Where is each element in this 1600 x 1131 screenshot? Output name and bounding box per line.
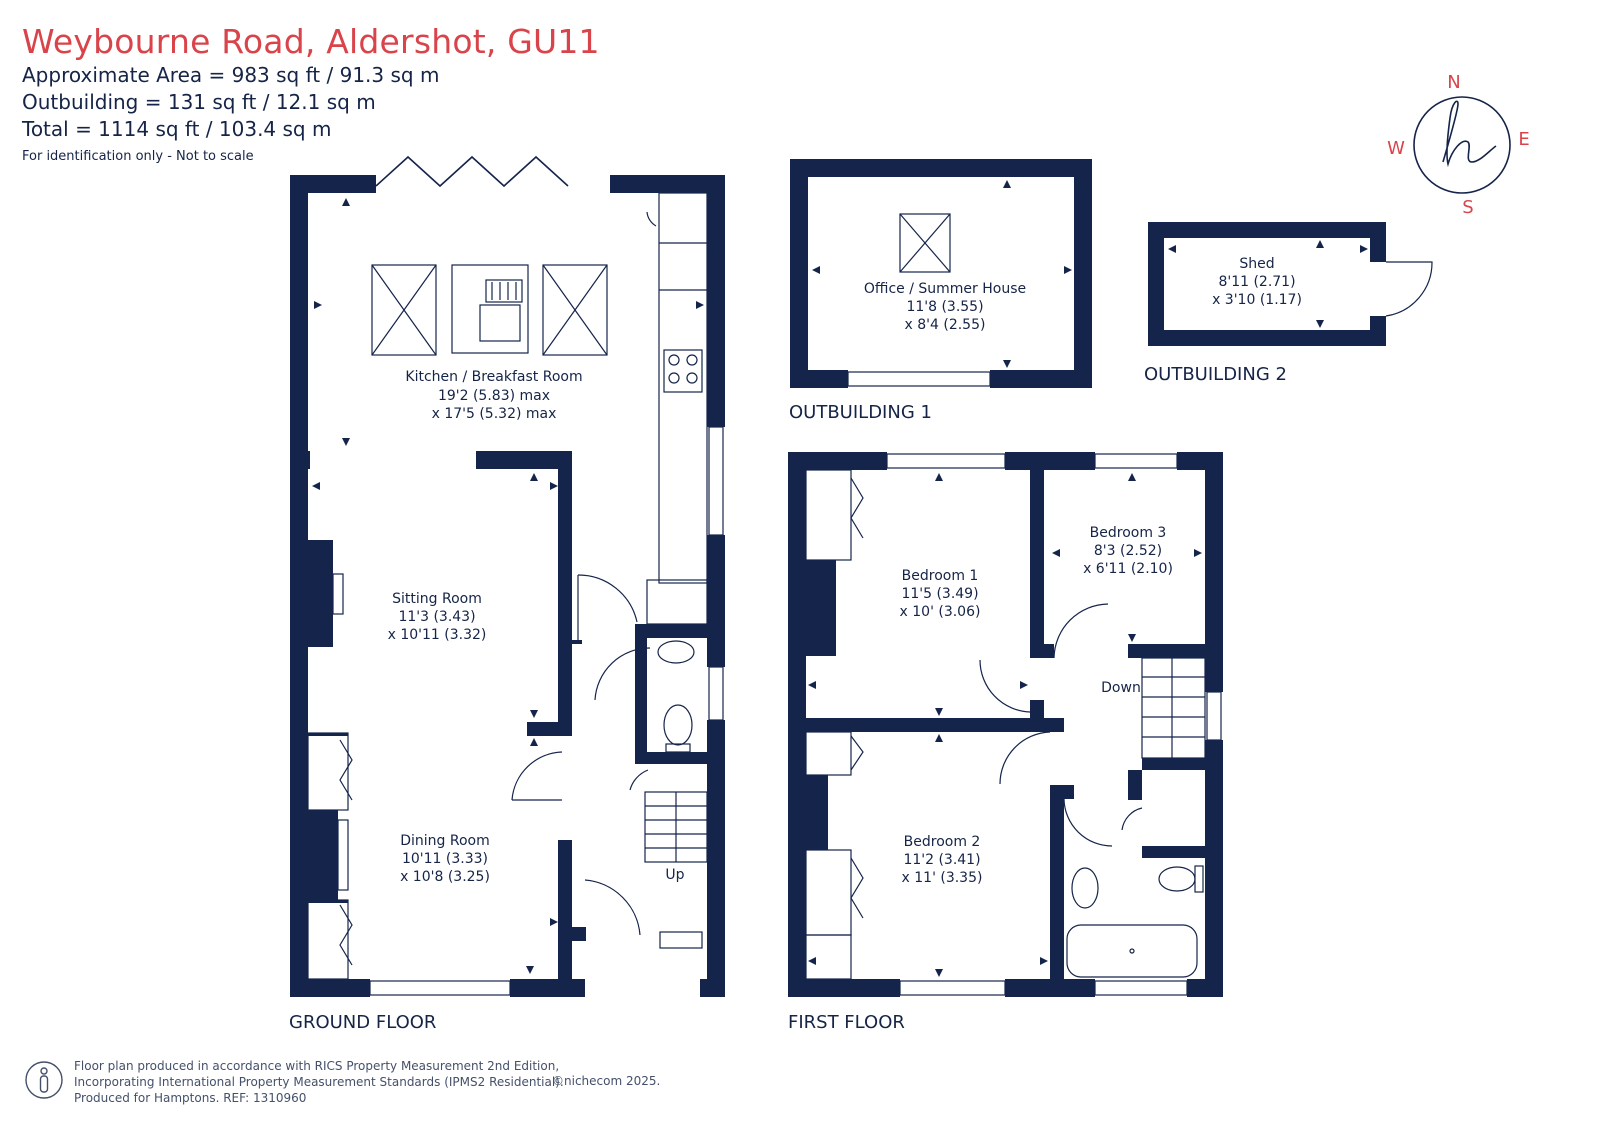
first-floor-plan: Bedroom 1 11'5 (3.49) x 10' (3.06) Bedro… xyxy=(788,452,1223,1033)
kitchen-dim2: x 17'5 (5.32) max xyxy=(432,406,557,422)
sitting-room-label: Sitting Room xyxy=(392,591,482,607)
property-title: Weybourne Road, Aldershot, GU11 xyxy=(22,22,600,61)
bedroom-1-dim1: 11'5 (3.49) xyxy=(901,586,978,602)
dining-room-dim2: x 10'8 (3.25) xyxy=(400,869,490,885)
skylight-icon xyxy=(542,264,608,356)
sitting-room-dim2: x 10'11 (3.32) xyxy=(388,627,487,643)
basin-icon xyxy=(1071,867,1099,909)
info-person-icon xyxy=(25,1061,63,1099)
kitchen-dim1: 19'2 (5.83) max xyxy=(438,388,550,404)
hob-icon xyxy=(663,349,703,393)
footer-line-1: Floor plan produced in accordance with R… xyxy=(74,1059,560,1073)
outbuilding-area: Outbuilding = 131 sq ft / 12.1 sq m xyxy=(22,90,376,114)
bedroom-1-dim2: x 10' (3.06) xyxy=(900,604,981,620)
office-label: Office / Summer House xyxy=(864,281,1026,297)
toilet-icon xyxy=(663,704,693,746)
stairs-down-icon xyxy=(1141,657,1206,759)
sink-icon xyxy=(451,264,529,354)
shed-dim2: x 3'10 (1.17) xyxy=(1212,292,1302,308)
footer-line-2: Incorporating International Property Mea… xyxy=(74,1075,564,1089)
footer-disclaimer: Floor plan produced in accordance with R… xyxy=(74,1058,564,1106)
footer-line-3: Produced for Hamptons. REF: 1310960 xyxy=(74,1091,307,1105)
header: Weybourne Road, Aldershot, GU11 Approxim… xyxy=(22,22,600,164)
stairs-up-label: Up xyxy=(665,867,684,883)
bathtub-icon xyxy=(1066,924,1198,978)
bedroom-3-dim1: 8'3 (2.52) xyxy=(1094,543,1162,559)
office-dim1: 11'8 (3.55) xyxy=(906,299,983,315)
toilet-icon xyxy=(1158,866,1196,892)
outbuilding-2-label: OUTBUILDING 2 xyxy=(1144,364,1287,385)
skylight-icon xyxy=(899,213,951,273)
outbuilding-1-label: OUTBUILDING 1 xyxy=(789,402,932,423)
outbuilding-2-plan: Shed 8'11 (2.71) x 3'10 (1.17) OUTBUILDI… xyxy=(1144,222,1433,385)
bifold-door xyxy=(375,155,569,188)
compass-west: W xyxy=(1387,138,1405,159)
outbuilding-1-plan: Office / Summer House 11'8 (3.55) x 8'4 … xyxy=(789,159,1092,423)
dining-room-label: Dining Room xyxy=(400,833,490,849)
dining-room-dim1: 10'11 (3.33) xyxy=(402,851,488,867)
stairs-down-label: Down xyxy=(1101,680,1141,696)
bedroom-1-label: Bedroom 1 xyxy=(902,568,979,584)
bedroom-2-dim1: 11'2 (3.41) xyxy=(903,852,980,868)
bedroom-3-dim2: x 6'11 (2.10) xyxy=(1083,561,1173,577)
stairs-up-icon xyxy=(644,791,708,863)
compass-north: N xyxy=(1447,72,1460,93)
skylight-icon xyxy=(371,264,437,356)
approximate-area: Approximate Area = 983 sq ft / 91.3 sq m xyxy=(22,63,440,87)
ground-floor-plan: Kitchen / Breakfast Room 19'2 (5.83) max… xyxy=(289,155,725,1033)
office-dim2: x 8'4 (2.55) xyxy=(905,317,986,333)
compass-south: S xyxy=(1462,197,1473,218)
shed-dim1: 8'11 (2.71) xyxy=(1218,274,1295,290)
sitting-room-dim1: 11'3 (3.43) xyxy=(398,609,475,625)
bedroom-3-label: Bedroom 3 xyxy=(1090,525,1167,541)
compass-icon: N E S W xyxy=(1387,72,1530,218)
total-area: Total = 1114 sq ft / 103.4 sq m xyxy=(22,117,332,141)
compass-east: E xyxy=(1518,129,1529,150)
basin-icon xyxy=(657,640,695,664)
first-floor-label: FIRST FLOOR xyxy=(788,1012,905,1033)
scale-note: For identification only - Not to scale xyxy=(22,149,254,164)
copyright: ©nichecom 2025. xyxy=(552,1074,661,1088)
logo-icon xyxy=(1442,100,1497,168)
ground-floor-label: GROUND FLOOR xyxy=(289,1012,436,1033)
bedroom-2-label: Bedroom 2 xyxy=(904,834,981,850)
bedroom-2-dim2: x 11' (3.35) xyxy=(902,870,983,886)
shed-label: Shed xyxy=(1239,256,1274,272)
kitchen-label: Kitchen / Breakfast Room xyxy=(405,369,582,385)
